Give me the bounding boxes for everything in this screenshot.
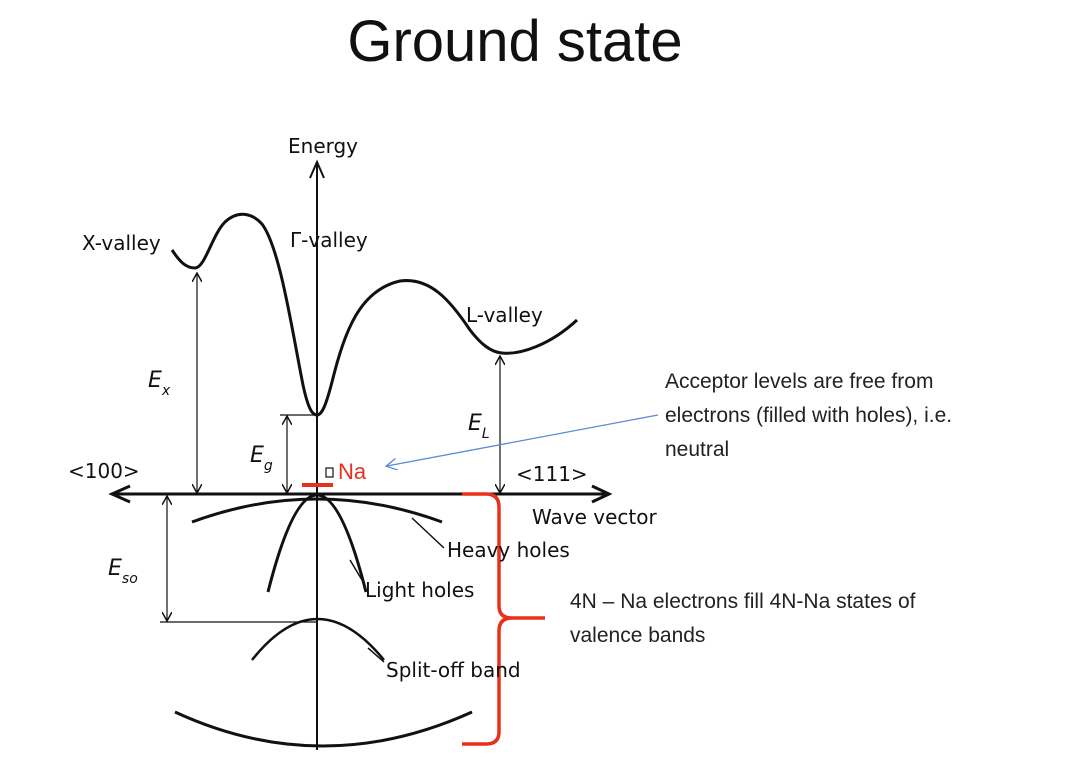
page-title: Ground state <box>347 9 683 74</box>
acceptor-small-box <box>325 467 334 478</box>
wave-vector-axis-left-arrowhead <box>108 484 131 504</box>
x-valley-label: X-valley <box>82 231 161 255</box>
l-valley-label: L-valley <box>466 303 543 327</box>
heavy-holes-label: Heavy holes <box>447 538 570 562</box>
split-off-band-label: Split-off band <box>386 658 521 682</box>
direction-100-label: <100> <box>68 459 140 483</box>
conduction-band-curve <box>170 212 579 417</box>
valence-brace <box>462 492 545 746</box>
ex-label: Ex <box>148 368 171 399</box>
light-holes-label: Light holes <box>365 578 474 602</box>
acceptor-note-line3: neutral <box>665 438 729 461</box>
eg-label: Eg <box>250 443 273 474</box>
energy-axis-label: Energy <box>288 134 358 158</box>
split-off-band <box>251 617 385 661</box>
na-label: Na <box>338 459 367 484</box>
wave-vector-axis-right-arrowhead <box>591 484 613 504</box>
energy-axis-arrowhead <box>309 159 325 179</box>
direction-111-label: <111> <box>516 462 588 486</box>
lower-band <box>174 710 473 748</box>
wave-vector-label: Wave vector <box>532 505 657 529</box>
gamma-valley-label: Γ-valley <box>290 228 368 252</box>
valence-note-line2: valence bands <box>570 624 705 647</box>
valence-note-line1: 4N – Na electrons fill 4N-Na states of <box>570 590 916 613</box>
acceptor-pointer-arrow <box>387 414 659 466</box>
acceptor-note-line1: Acceptor levels are free from <box>665 370 933 393</box>
acceptor-note-line2: electrons (filled with holes), i.e. <box>665 404 952 427</box>
heavy-holes-band <box>191 497 443 524</box>
heavy-holes-leader <box>411 517 445 549</box>
split-off-leader <box>367 647 385 663</box>
light-holes-band <box>266 493 368 593</box>
eso-label: Eso <box>108 556 138 587</box>
el-label: EL <box>468 411 490 442</box>
light-holes-leader <box>349 559 363 581</box>
